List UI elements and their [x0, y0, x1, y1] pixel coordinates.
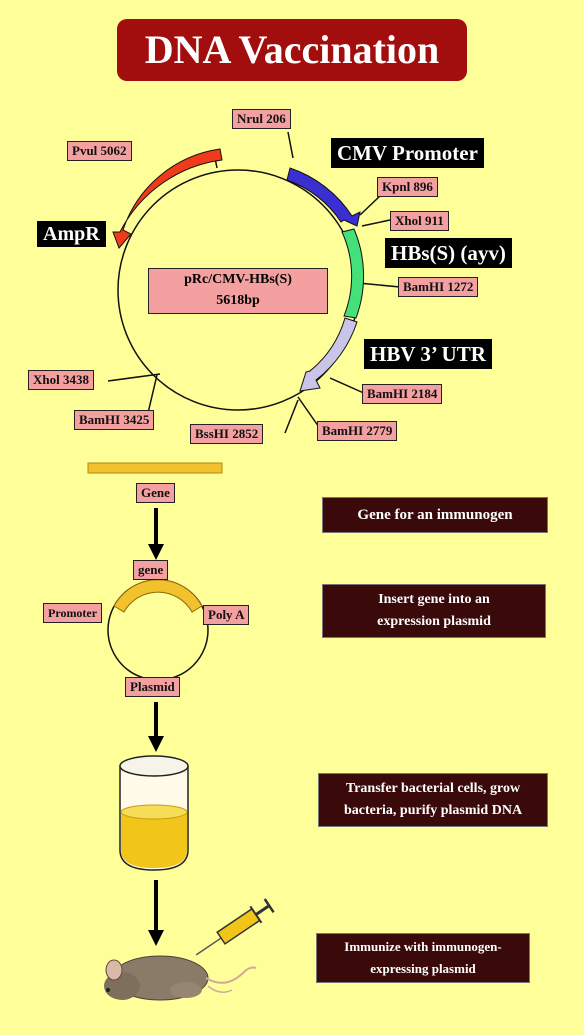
step-4-text: Immunize with immunogen-expressing plasm… — [344, 939, 502, 976]
step-2-box: Insert gene into an expression plasmid — [322, 584, 546, 638]
step-4-box: Immunize with immunogen-expressing plasm… — [316, 933, 530, 983]
gene-label: Gene — [136, 483, 175, 503]
inserted-gene-arc — [113, 579, 203, 613]
plasmid-name: pRc/CMV-HBs(S) — [184, 272, 292, 287]
hbs-gene-label: HBs(S) (ayv) — [385, 238, 512, 268]
page-title: DNA Vaccination — [117, 19, 467, 81]
flask-icon — [119, 755, 189, 871]
promoter-label: Promoter — [43, 603, 103, 623]
hbs-gene-arrow — [341, 228, 365, 319]
mouse-icon — [104, 955, 257, 1001]
step-2-text: Insert gene into an expression plasmid — [377, 592, 491, 629]
site-bamhi-2184: BamHI 2184 — [362, 384, 443, 404]
site-bamhi-3425: BamHI 3425 — [74, 410, 155, 430]
step-3-text: Transfer bacterial cells, grow bacteria,… — [343, 781, 523, 818]
site-leader-lines — [107, 131, 401, 434]
site-xhol-3438: Xhol 3438 — [28, 370, 94, 390]
plasmid-size: 5618bp — [216, 293, 260, 308]
site-bsshi-2852: BssHI 2852 — [190, 424, 264, 444]
cmv-promoter-arrow — [286, 167, 361, 227]
site-kpnl-896: Kpnl 896 — [377, 177, 438, 197]
site-bamhi-2779: BamHI 2779 — [317, 421, 398, 441]
cmv-promoter-label: CMV Promoter — [331, 138, 484, 168]
site-xhol-911: Xhol 911 — [390, 211, 449, 231]
plasmid-center-label: pRc/CMV-HBs(S) 5618bp — [148, 268, 328, 314]
plasmid-label: Plasmid — [125, 677, 180, 697]
hbv-utr-label: HBV 3’ UTR — [364, 339, 492, 369]
inserted-gene-label: gene — [133, 560, 169, 580]
ampr-label: AmpR — [37, 221, 106, 247]
step-1-box: Gene for an immunogen — [322, 497, 548, 533]
site-bamhi-1272: BamHI 1272 — [398, 277, 479, 297]
site-pvul-5062: Pvul 5062 — [67, 141, 132, 161]
step-3-box: Transfer bacterial cells, grow bacteria,… — [318, 773, 548, 827]
site-nrul-206: Nrul 206 — [232, 109, 291, 129]
gene-bar — [87, 462, 223, 474]
syringe-icon — [195, 898, 275, 956]
poly-a-label: Poly A — [203, 605, 250, 625]
hbv-utr-arrow — [299, 317, 358, 392]
ampr-arrow — [112, 148, 223, 249]
